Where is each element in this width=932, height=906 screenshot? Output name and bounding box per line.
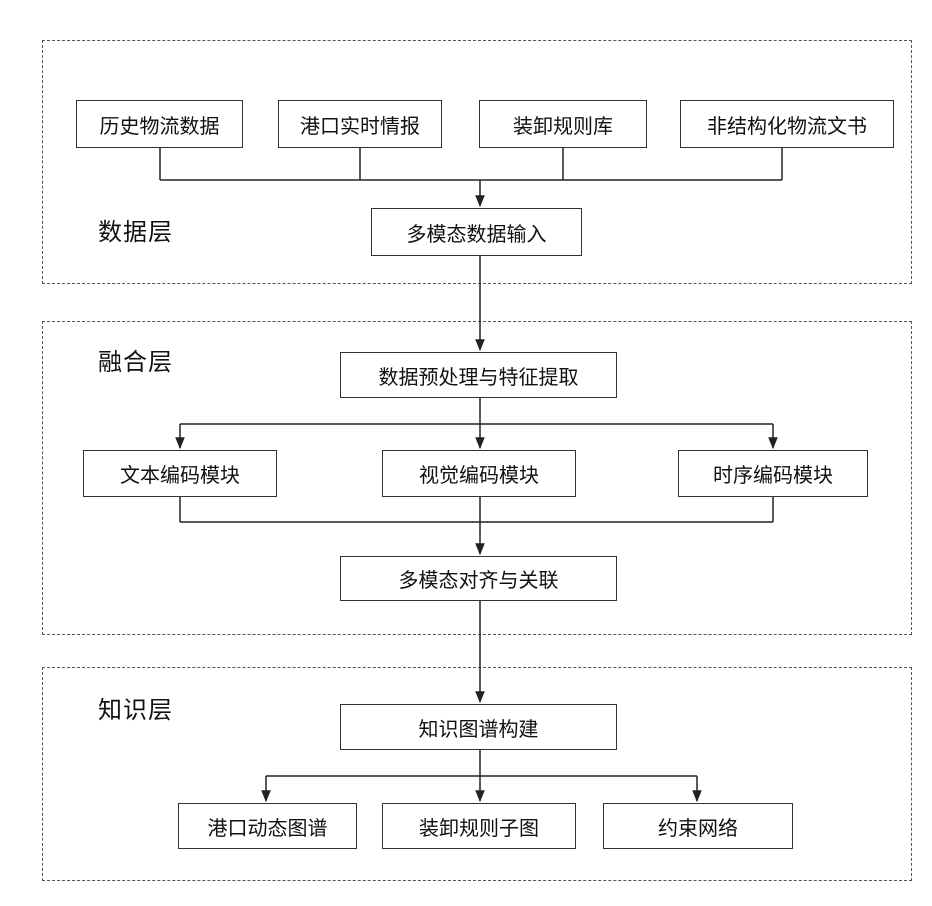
multimodal-alignment: 多模态对齐与关联 bbox=[340, 556, 617, 601]
preprocess-feature-extraction: 数据预处理与特征提取 bbox=[340, 352, 617, 398]
temporal-encoder-module: 时序编码模块 bbox=[678, 450, 868, 497]
loading-rules-subgraph: 装卸规则子图 bbox=[382, 803, 576, 849]
port-dynamic-graph: 港口动态图谱 bbox=[178, 803, 357, 849]
multimodal-data-input: 多模态数据输入 bbox=[371, 208, 582, 256]
source-historical-logistics-data: 历史物流数据 bbox=[76, 100, 243, 148]
source-loading-rules-library: 装卸规则库 bbox=[479, 100, 647, 148]
source-unstructured-documents: 非结构化物流文书 bbox=[680, 100, 894, 148]
text-encoder-module: 文本编码模块 bbox=[83, 450, 277, 497]
visual-encoder-module: 视觉编码模块 bbox=[382, 450, 576, 497]
constraint-network: 约束网络 bbox=[603, 803, 793, 849]
source-port-realtime-intel: 港口实时情报 bbox=[278, 100, 442, 148]
knowledge-graph-construction: 知识图谱构建 bbox=[340, 704, 617, 750]
